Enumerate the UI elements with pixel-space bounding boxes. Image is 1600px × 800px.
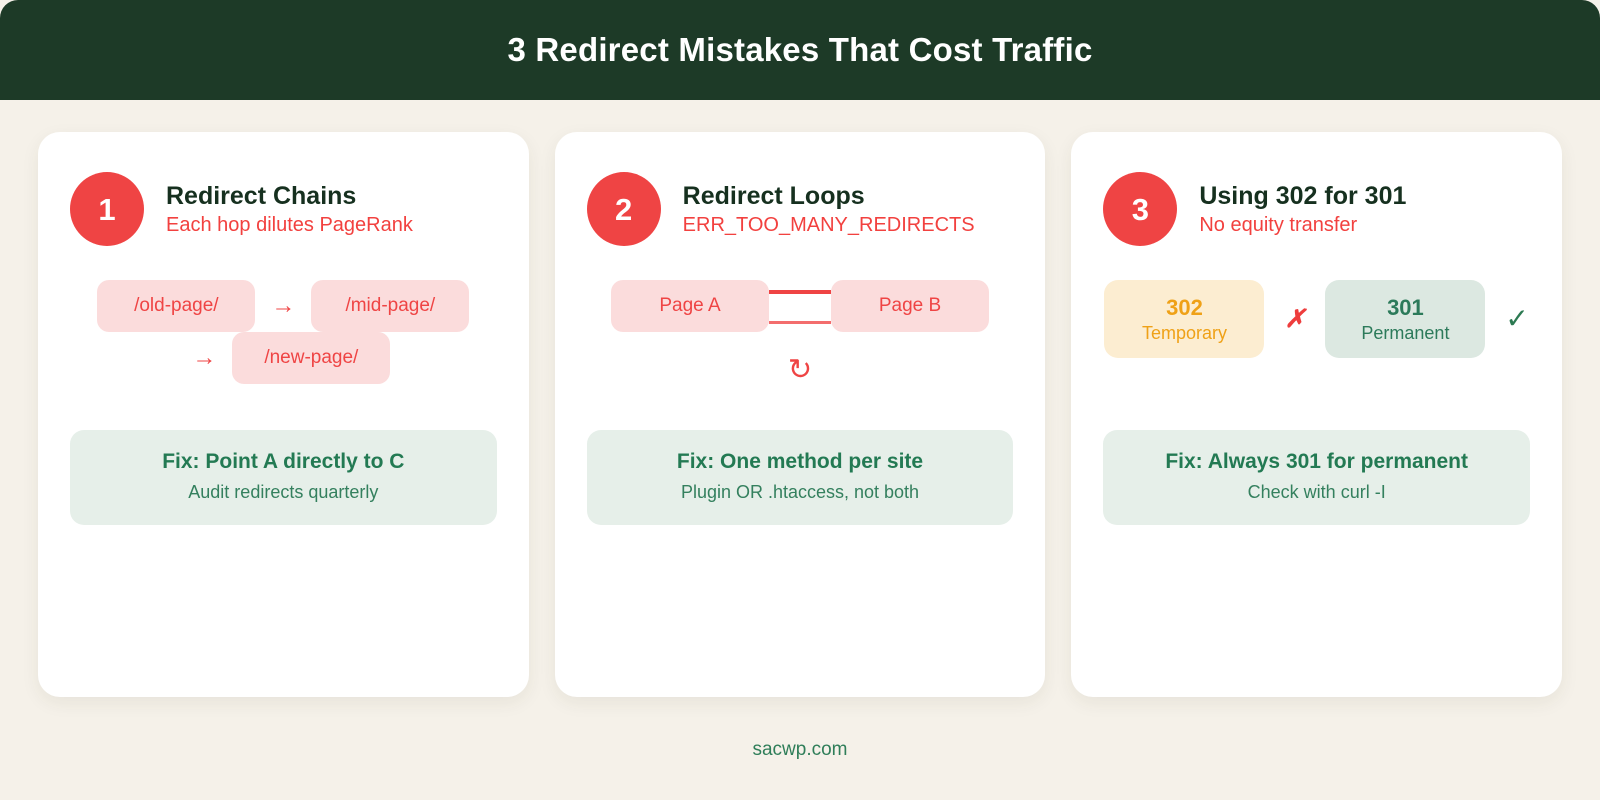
status-code-301: 301	[1387, 295, 1424, 320]
card-2-fix-note: Plugin OR .htaccess, not both	[680, 482, 920, 503]
mistake-card-2: 2 Redirect Loops ERR_TOO_MANY_REDIRECTS …	[554, 132, 1046, 697]
status-kind-permanent: Permanent	[1361, 322, 1450, 343]
card-1-fix-note: Audit redirects quarterly	[188, 482, 379, 503]
loop-node-row: Page A Page B	[611, 280, 989, 332]
card-3-title: Using 302 for 301	[1199, 181, 1407, 210]
card-3-fix-box: Fix: Always 301 for permanent Check with…	[1103, 430, 1531, 525]
status-code-comparison: 302 Temporary ✗ 301 Permanent ✓	[1103, 280, 1530, 358]
redirect-loop-diagram: Page A Page B ↻	[587, 280, 1014, 385]
chain-node-mid-page: /mid-page/	[311, 280, 470, 332]
status-code-302: 302	[1166, 295, 1203, 320]
card-3-fix-note: Check with curl -I	[1247, 482, 1386, 503]
page-title: 3 Redirect Mistakes That Cost Traffic	[507, 31, 1093, 68]
card-2-header: 2 Redirect Loops ERR_TOO_MANY_REDIRECTS	[586, 172, 1014, 246]
card-row: 1 Redirect Chains Each hop dilutes PageR…	[0, 100, 1600, 697]
card-2-number-badge: 2	[586, 172, 661, 246]
card-1-bottom-spacer	[70, 525, 497, 697]
card-3-bottom-spacer	[1103, 525, 1530, 697]
loop-node-page-b: Page B	[831, 280, 989, 332]
status-box-302: 302 Temporary	[1104, 280, 1265, 358]
card-2-title: Redirect Loops	[682, 181, 865, 210]
status-box-301: 301 Permanent	[1325, 280, 1486, 358]
header-bar: 3 Redirect Mistakes That Cost Traffic	[0, 0, 1600, 100]
card-1-fix-box: Fix: Point A directly to C Audit redirec…	[70, 430, 497, 525]
card-2-fix-box: Fix: One method per site Plugin OR .htac…	[586, 430, 1014, 525]
card-3-visual-compare: 302 Temporary ✗ 301 Permanent ✓	[1103, 280, 1530, 430]
card-2-subtitle: ERR_TOO_MANY_REDIRECTS	[682, 213, 975, 236]
card-1-fix-title: Fix: Point A directly to C	[162, 450, 405, 473]
status-kind-temporary: Temporary	[1141, 322, 1227, 343]
footer-bar: sacwp.com	[0, 697, 1600, 800]
loop-refresh-icon: ↻	[787, 354, 813, 386]
card-3-number-badge: 3	[1103, 172, 1178, 246]
arrow-right-icon: →	[192, 344, 217, 371]
card-2-heading-group: Redirect Loops ERR_TOO_MANY_REDIRECTS	[683, 182, 975, 237]
chain-node-new-page: /new-page/	[232, 332, 391, 384]
loop-connector-lines-icon	[769, 284, 831, 328]
card-3-fix-title: Fix: Always 301 for permanent	[1165, 450, 1468, 473]
card-1-heading-group: Redirect Chains Each hop dilutes PageRan…	[166, 182, 413, 237]
loop-node-page-a: Page A	[611, 280, 769, 332]
chain-node-old-page: /old-page/	[97, 280, 256, 332]
card-2-visual-loop: Page A Page B ↻	[587, 280, 1014, 430]
card-1-visual-chain: /old-page/ → /mid-page/ → /new-page/	[70, 280, 497, 430]
card-1-number-badge: 1	[70, 172, 144, 246]
arrow-right-icon: →	[271, 292, 296, 319]
redirect-chain-diagram: /old-page/ → /mid-page/ → /new-page/	[70, 280, 497, 384]
cross-mark-icon: ✗	[1284, 304, 1306, 333]
card-2-fix-title: Fix: One method per site	[676, 450, 924, 473]
card-1-title: Redirect Chains	[166, 181, 357, 210]
check-mark-icon: ✓	[1505, 303, 1529, 334]
card-3-heading-group: Using 302 for 301 No equity transfer	[1199, 182, 1406, 237]
mistake-card-1: 1 Redirect Chains Each hop dilutes PageR…	[38, 132, 529, 697]
card-2-bottom-spacer	[587, 525, 1014, 697]
card-3-subtitle: No equity transfer	[1199, 213, 1358, 236]
footer-site-name: sacwp.com	[752, 738, 848, 760]
card-1-subtitle: Each hop dilutes PageRank	[166, 213, 413, 236]
mistake-card-3: 3 Using 302 for 301 No equity transfer 3…	[1071, 132, 1563, 697]
card-1-header: 1 Redirect Chains Each hop dilutes PageR…	[70, 172, 497, 246]
card-3-header: 3 Using 302 for 301 No equity transfer	[1103, 172, 1530, 246]
